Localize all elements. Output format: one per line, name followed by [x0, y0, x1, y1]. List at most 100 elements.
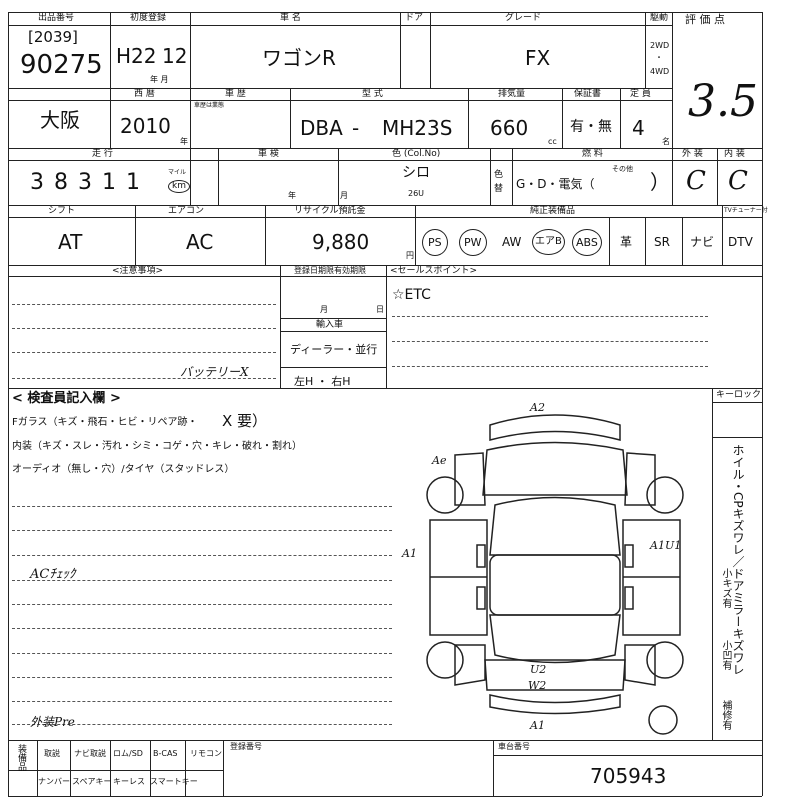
- color-change-label: 色替: [494, 170, 504, 195]
- lot-number: 90275: [20, 50, 103, 80]
- mark-a1u1-right: A1U1: [650, 539, 682, 552]
- seats-unit: 名: [662, 137, 670, 146]
- location: 大阪: [40, 108, 80, 132]
- drive-2wd: 2WD: [650, 41, 670, 50]
- drive-4wd: 4WD: [650, 67, 670, 76]
- dealer-parallel: ディーラー・並行: [290, 343, 378, 356]
- bottom-col-rom: ロム/SD: [113, 749, 143, 758]
- bottom-col-smart-key: スマートキー: [150, 777, 198, 786]
- front-right-wheel: [646, 476, 684, 514]
- registration-label: 初度登録: [130, 13, 167, 23]
- spare-wheel: [648, 705, 678, 735]
- model-dash: -: [352, 116, 360, 140]
- chassis-label: 車台番号: [498, 742, 530, 751]
- registration-month: 12: [162, 44, 188, 68]
- ac-value: AC: [186, 230, 214, 254]
- inspector-title: < 検査員記入欄 >: [12, 391, 121, 406]
- equip-abs: ABS: [572, 229, 602, 256]
- roof: [489, 554, 621, 616]
- equip-navi: ナビ: [690, 235, 715, 249]
- mark-a1-bottom: A1: [530, 719, 545, 732]
- equip-items-label: 装備品: [16, 744, 26, 771]
- right-doors: [622, 519, 681, 636]
- battery-note: バッテリーX: [180, 365, 249, 379]
- year-unit: 年: [180, 137, 188, 146]
- caution-label: <注意事項>: [112, 266, 164, 276]
- mileage-digit: 3: [30, 170, 54, 195]
- fuel-value: G・D・電気（: [516, 177, 595, 191]
- color-number: 26U: [408, 189, 425, 198]
- rear-left-wheel: [426, 641, 464, 679]
- mark-ae: Ae: [432, 454, 447, 467]
- interior-line: 内装（キズ・スレ・汚れ・シミ・コゲ・穴・キレ・破れ・割れ）: [12, 441, 302, 452]
- color-label: 色 (Col.No): [392, 149, 441, 159]
- ac-label: エアコン: [168, 206, 205, 216]
- recycle-value: 9,880: [312, 230, 370, 254]
- reg-number-label: 登録番号: [230, 742, 262, 751]
- cc-unit: cc: [548, 137, 557, 146]
- score-value: 3.5: [688, 76, 758, 127]
- mileage-digit: 3: [78, 170, 102, 195]
- color-value: シロ: [402, 165, 430, 181]
- mark-w2: W2: [528, 679, 547, 692]
- equip-pw: PW: [459, 229, 487, 256]
- front-left-wheel: [426, 476, 464, 514]
- bottom-col-navi-manual: ナビ取説: [74, 749, 106, 758]
- expiry-label: 登録日期限有効期限: [294, 266, 366, 275]
- model-prefix: DBA: [300, 116, 343, 140]
- shift-label: シフト: [48, 206, 76, 216]
- side-mark-2: 小凹有: [720, 640, 731, 670]
- side-legend: ホイル・CPキズワレ／ドアミラーキズワレ: [731, 444, 745, 676]
- expiry-month: 月: [320, 305, 328, 314]
- lot-session: [2039]: [28, 28, 78, 46]
- steering-side: 左H ・ 右H: [294, 375, 351, 388]
- recycle-unit: 円: [406, 251, 414, 260]
- mileage-unit-mile: マイル: [168, 169, 187, 176]
- registration-era: H22: [116, 44, 157, 68]
- equip-aw: AW: [502, 235, 522, 249]
- car-name-label: 車 名: [280, 13, 301, 23]
- tv-tuner-label: TVチューナー付: [724, 207, 768, 214]
- history-label: 車 歴: [225, 89, 246, 99]
- history-note: 車歴は業態: [194, 102, 225, 109]
- door-label: ドア: [405, 13, 424, 23]
- keylock-label: キーロック: [716, 390, 762, 400]
- shaken-label: 車 検: [258, 149, 279, 159]
- equipment-label: 純正装備品: [530, 206, 576, 216]
- warranty-value: 有・無: [570, 119, 612, 135]
- windshield: [489, 496, 621, 556]
- bottom-col-keyless: キーレス: [113, 777, 145, 786]
- hood: [482, 441, 628, 496]
- grade: FX: [525, 46, 551, 70]
- rear-glass: [489, 614, 621, 664]
- mark-a2: A2: [530, 401, 545, 414]
- equip-sunroof: SR: [654, 235, 670, 249]
- bottom-col-bcas: B-CAS: [153, 749, 178, 758]
- side-mark-1: 小キズ有: [720, 568, 731, 608]
- registration-unit: 年 月: [150, 75, 169, 84]
- sales-point-label: <セールスポイント>: [390, 266, 478, 276]
- mileage-digit: 1: [102, 170, 126, 195]
- seats: 4: [632, 116, 645, 140]
- sales-point-etc: ☆ETC: [392, 287, 431, 303]
- warranty-label: 保証書: [574, 89, 602, 99]
- drive-label: 駆動: [650, 13, 669, 23]
- import-label: 輸入車: [316, 320, 344, 330]
- fuel-close: ）: [650, 170, 670, 194]
- fuel-other: その他: [612, 165, 633, 173]
- bottom-col-remote: リモコン: [190, 749, 222, 758]
- rear-right-wheel: [646, 641, 684, 679]
- shaken-month: 月: [340, 191, 348, 200]
- equip-airbag: エアB: [532, 229, 565, 255]
- lot-label: 出品番号: [38, 13, 75, 23]
- equip-ps: PS: [422, 229, 448, 256]
- recycle-label: リサイクル預託金: [294, 206, 366, 216]
- drive-sep: ・: [655, 53, 663, 62]
- car-diagram: [426, 414, 684, 735]
- mileage-digit: 8: [54, 170, 78, 195]
- interior-grade: C: [728, 166, 748, 196]
- model-year: 2010: [120, 114, 171, 138]
- front-bumper: [489, 414, 621, 441]
- cc-label: 排気量: [498, 89, 526, 99]
- interior-label: 内 装: [724, 149, 745, 159]
